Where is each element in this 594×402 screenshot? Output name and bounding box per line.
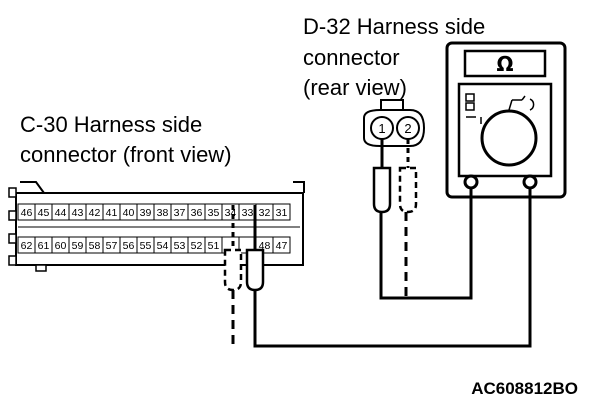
ohm-icon: Ω (496, 52, 513, 76)
c30-bottom-pin-label: 47 (276, 240, 288, 252)
ohmmeter-mark (508, 99, 513, 111)
d32-probe-1 (372, 166, 392, 214)
c30-bottom-pin-label: 56 (123, 240, 135, 252)
d32-label-line1: D-32 Harness side (303, 14, 485, 39)
d32-connector: 1 2 (363, 99, 426, 214)
c30-top-pin-label: 46 (21, 207, 33, 219)
meter-lead-to-d32 (379, 188, 473, 300)
c30-label-line2: connector (front view) (20, 142, 232, 167)
c30-bottom-pin-label: 55 (140, 240, 152, 252)
figure-code: AC608812BO (471, 379, 578, 398)
c30-top-pin-label: 33 (242, 207, 254, 219)
c30-top-pin-label: 40 (123, 207, 135, 219)
c30-bottom-pin-label: 62 (21, 240, 33, 252)
d32-pin-1-label: 1 (378, 121, 385, 136)
c30-latch-right (293, 181, 305, 193)
c30-top-row: 46 45 44 43 42 41 40 39 38 37 36 35 34 33 32 31 (17, 203, 291, 221)
c30-key (35, 264, 47, 272)
c30-bottom-pin-label: 60 (55, 240, 67, 252)
c30-top-pin-label: 35 (208, 207, 220, 219)
c30-top-pin-label: 45 (38, 207, 50, 219)
c30-bottom-pin-label: 52 (191, 240, 203, 252)
ohmmeter-mark (529, 98, 535, 111)
ohmmeter-mark (521, 95, 526, 101)
c30-bottom-pin-cell (272, 236, 291, 254)
c30-latch-left (20, 181, 45, 194)
c30-top-pin-label: 36 (191, 207, 203, 219)
c30-probe-solid (245, 248, 265, 292)
c30-bottom-pin-label: 59 (72, 240, 84, 252)
c30-bottom-pin-label: 58 (89, 240, 101, 252)
c30-bottom-pin-label: 57 (106, 240, 118, 252)
ohmmeter-jack-left (463, 174, 479, 190)
c30-tab (8, 187, 17, 198)
c30-probe-dashed (223, 248, 243, 292)
d32-probe-2 (398, 166, 418, 214)
c30-top-pin-label: 34 (225, 207, 237, 219)
c30-top-pin-label: 32 (259, 207, 271, 219)
test-leads (253, 188, 532, 348)
ohmmeter-display (463, 49, 547, 78)
c30-top-pin-label: 41 (106, 207, 118, 219)
ohmmeter-mark (465, 102, 475, 111)
c30-bottom-pin-label: 51 (208, 240, 220, 252)
c30-bottom-pin-label: 53 (174, 240, 186, 252)
c30-top-pin-label: 31 (276, 207, 288, 219)
ohmmeter-mark (465, 93, 475, 102)
c30-top-pin-label: 43 (72, 207, 84, 219)
dashed-leads (231, 212, 408, 350)
c30-label-line1: C-30 Harness side (20, 112, 202, 137)
d32-pin-2-label: 2 (404, 121, 411, 136)
c30-tab (8, 210, 17, 221)
c30-top-pin-label: 37 (174, 207, 186, 219)
c30-connector: 46 45 44 43 42 41 40 39 38 37 36 35 34 33 32 31 62 61 60 5… (8, 181, 305, 292)
c30-bottom-pin-label: 61 (38, 240, 50, 252)
ohmmeter: Ω (445, 41, 567, 199)
c30-top-pin-label: 44 (55, 207, 67, 219)
d32-label-line3: (rear view) (303, 75, 407, 100)
c30-bottom-pin-label: 48 (259, 240, 271, 252)
c30-bottom-row: 62 61 60 59 58 57 56 55 54 53 52 51 48 47 (17, 236, 291, 254)
c30-tab (8, 233, 17, 244)
ohmmeter-dial (480, 109, 538, 167)
c30-top-pin-cell (272, 203, 291, 221)
meter-lead-to-c30 (253, 188, 532, 348)
c30-top-pin-label: 42 (89, 207, 101, 219)
c30-top-pin-label: 39 (140, 207, 152, 219)
c30-bottom-pin-label: 54 (157, 240, 169, 252)
ohmmeter-jack-right (522, 174, 538, 190)
c30-tab (8, 255, 17, 266)
d32-latch (380, 99, 404, 111)
d32-label-line2: connector (303, 45, 400, 70)
c30-top-pin-label: 38 (157, 207, 169, 219)
